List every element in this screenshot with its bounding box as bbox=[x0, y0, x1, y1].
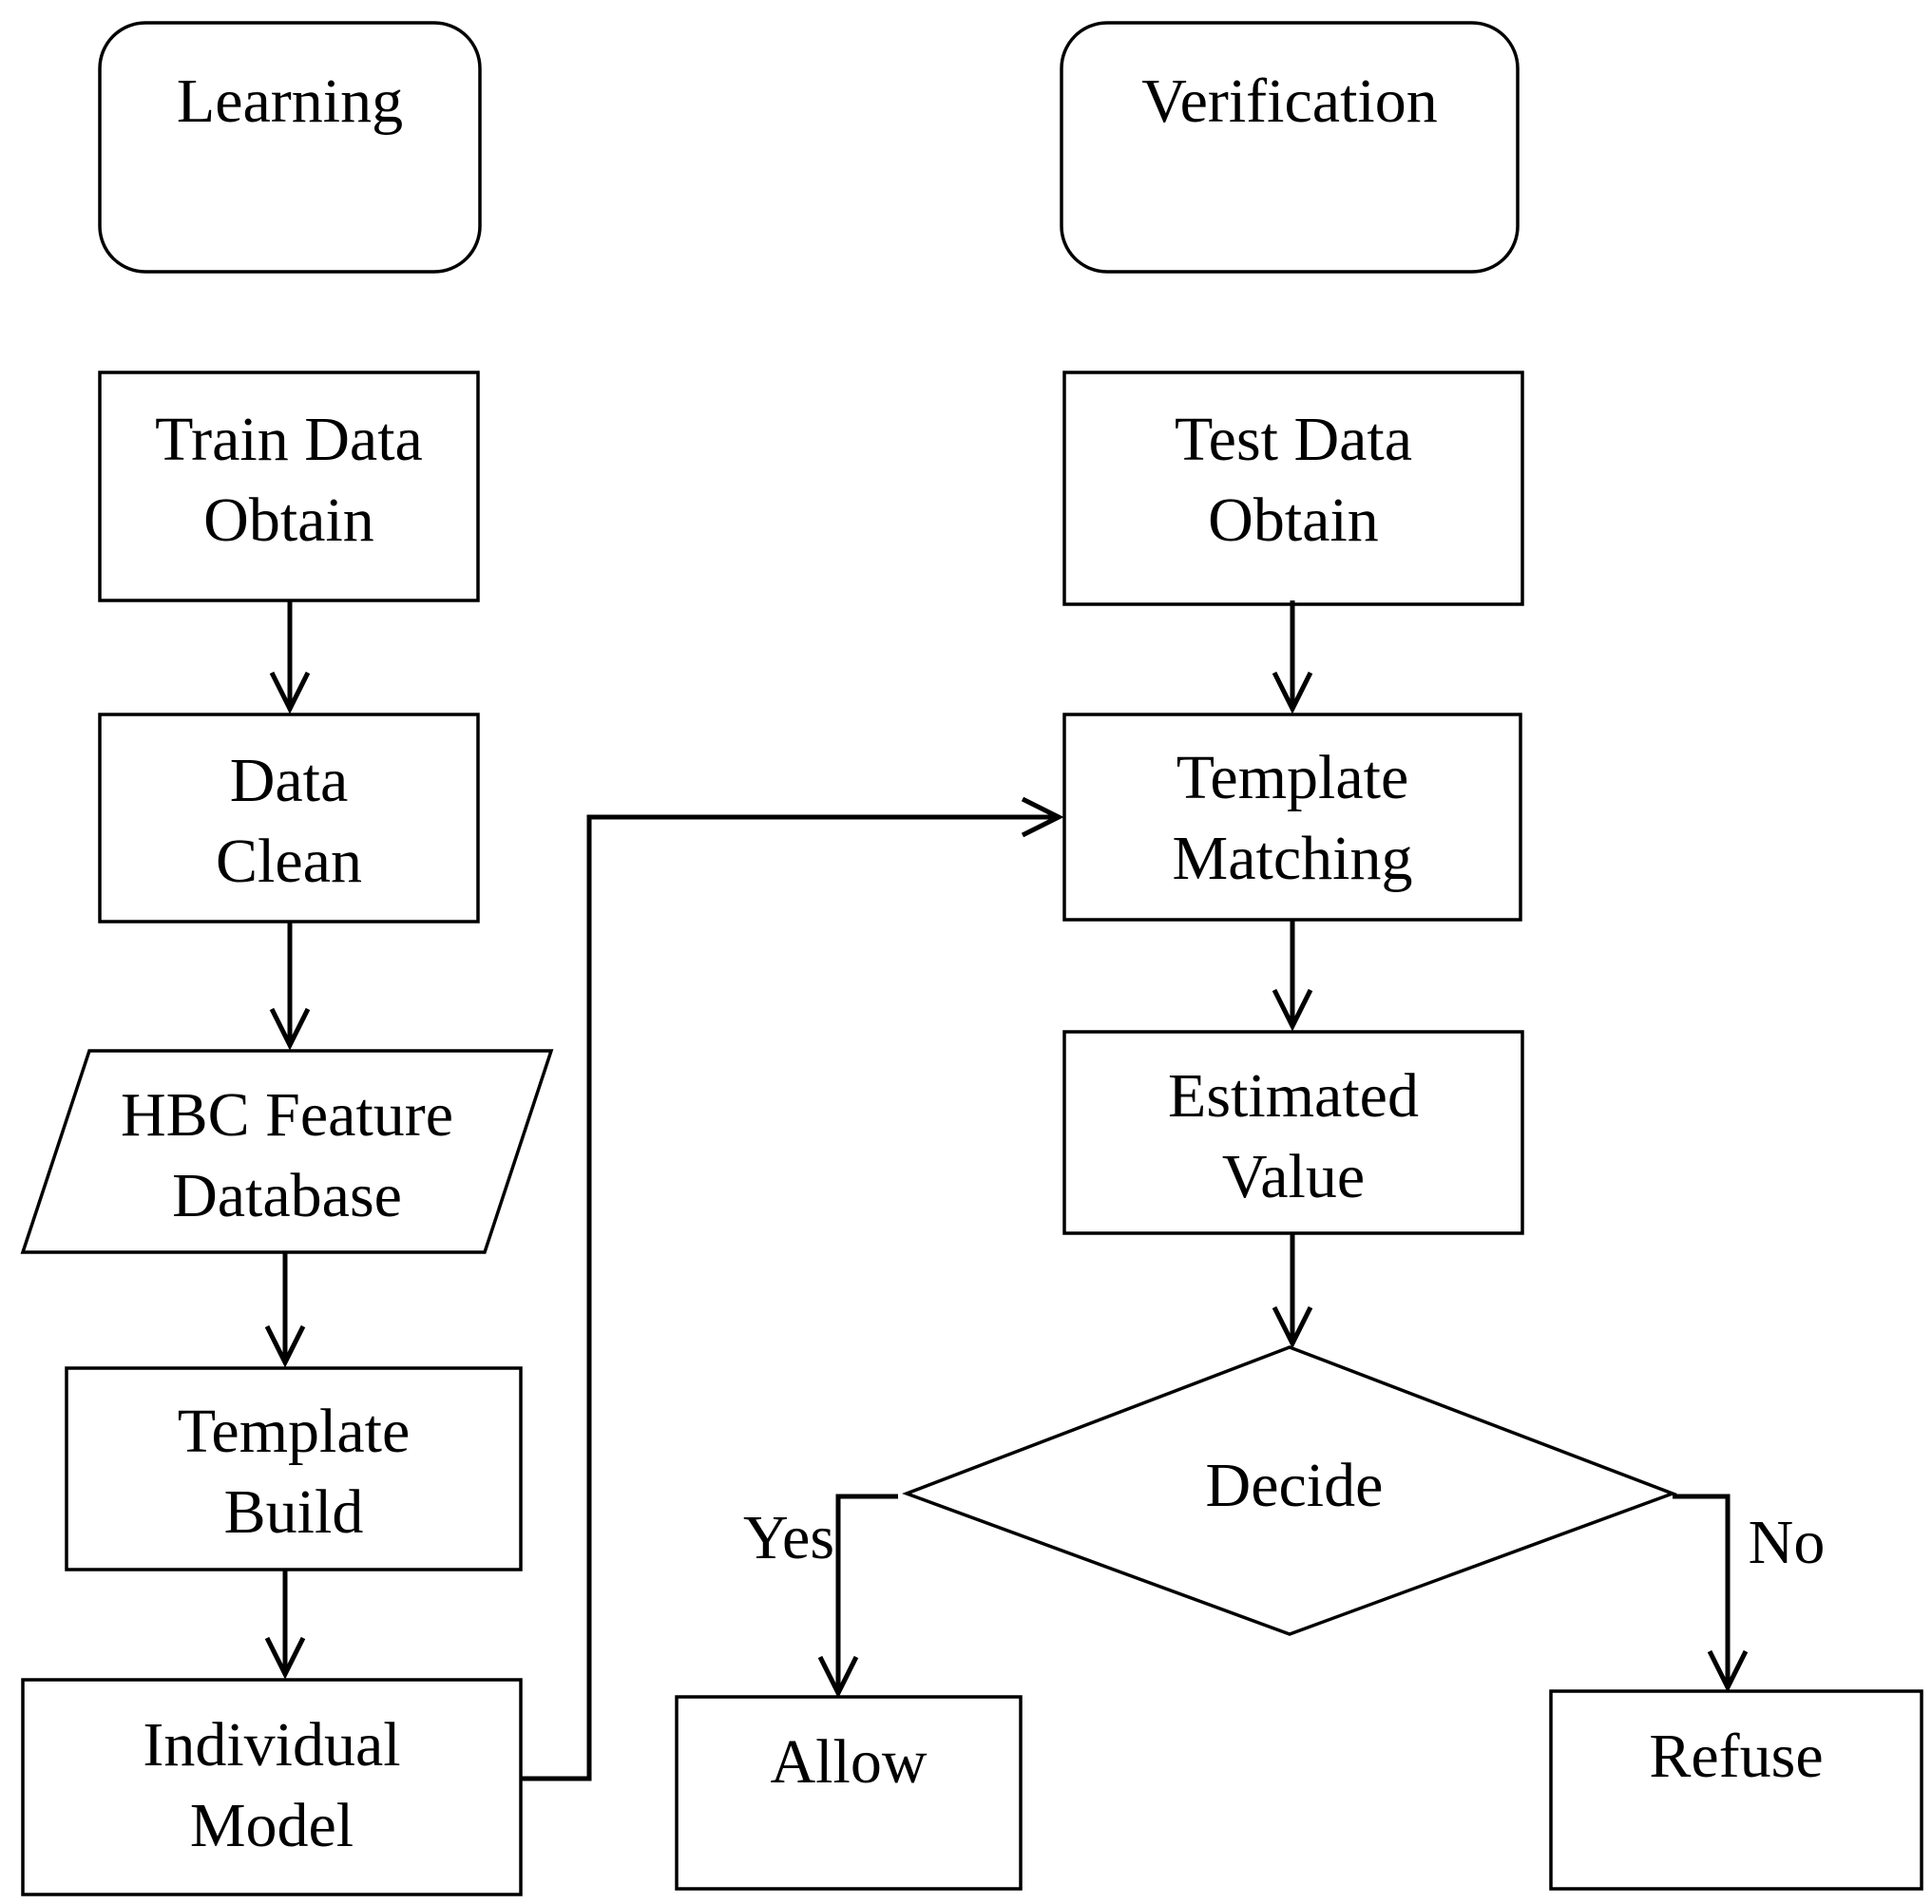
template-build-line-1: Template bbox=[178, 1397, 411, 1466]
arrow-train-to-clean bbox=[269, 600, 311, 714]
template-build-line-2: Build bbox=[224, 1477, 364, 1547]
no-branch-label: No bbox=[1749, 1508, 1826, 1577]
arrow-test-to-matching bbox=[1272, 600, 1313, 714]
arrow-template-build-to-model bbox=[264, 1570, 306, 1680]
data-clean-line-2: Clean bbox=[216, 827, 362, 896]
decide-diamond: Decide bbox=[902, 1345, 1677, 1636]
test-data-obtain-line-2: Obtain bbox=[1208, 486, 1379, 555]
estimated-value-line-2: Value bbox=[1222, 1142, 1365, 1211]
arrow-decide-yes-to-allow bbox=[817, 1494, 898, 1699]
individual-model-line-2: Model bbox=[190, 1791, 354, 1860]
test-data-obtain-box: Test Data Obtain bbox=[1062, 371, 1524, 606]
test-data-obtain-line-1: Test Data bbox=[1175, 405, 1412, 474]
learning-header-label: Learning bbox=[177, 67, 403, 136]
data-clean-line-1: Data bbox=[230, 746, 349, 815]
arrow-clean-to-database bbox=[269, 922, 311, 1051]
individual-model-box: Individual Model bbox=[21, 1678, 523, 1896]
template-build-box: Template Build bbox=[65, 1366, 523, 1571]
decide-label: Decide bbox=[1206, 1451, 1384, 1520]
yes-branch-label: Yes bbox=[743, 1503, 834, 1572]
hbc-feature-database-line-2: Database bbox=[172, 1161, 402, 1230]
template-matching-box: Template Matching bbox=[1062, 713, 1522, 922]
train-data-obtain-line-1: Train Data bbox=[155, 405, 423, 474]
template-matching-line-1: Template bbox=[1176, 743, 1409, 812]
allow-box: Allow bbox=[675, 1695, 1023, 1891]
verification-header: Verification bbox=[1060, 21, 1520, 274]
arrow-decide-no-to-refuse bbox=[1673, 1494, 1749, 1693]
arrow-estimated-to-decide bbox=[1272, 1233, 1313, 1349]
train-data-obtain-line-2: Obtain bbox=[203, 486, 374, 555]
allow-label: Allow bbox=[771, 1727, 928, 1797]
data-clean-box: Data Clean bbox=[98, 713, 480, 923]
arrow-database-to-template-build bbox=[264, 1252, 306, 1368]
arrow-matching-to-estimated bbox=[1272, 920, 1313, 1032]
estimated-value-line-1: Estimated bbox=[1168, 1061, 1419, 1131]
refuse-box: Refuse bbox=[1549, 1689, 1923, 1891]
arrow-model-to-template-matching bbox=[521, 796, 1064, 1781]
refuse-label: Refuse bbox=[1649, 1722, 1823, 1791]
individual-model-line-1: Individual bbox=[143, 1710, 400, 1780]
hbc-feature-database-line-1: HBC Feature bbox=[121, 1080, 453, 1150]
verification-header-label: Verification bbox=[1141, 67, 1438, 136]
learning-header: Learning bbox=[98, 21, 482, 274]
train-data-obtain-box: Train Data Obtain bbox=[98, 371, 480, 602]
template-matching-line-2: Matching bbox=[1173, 824, 1413, 893]
hbc-feature-database-parallelogram: HBC Feature Database bbox=[20, 1049, 554, 1254]
estimated-value-box: Estimated Value bbox=[1062, 1030, 1524, 1235]
